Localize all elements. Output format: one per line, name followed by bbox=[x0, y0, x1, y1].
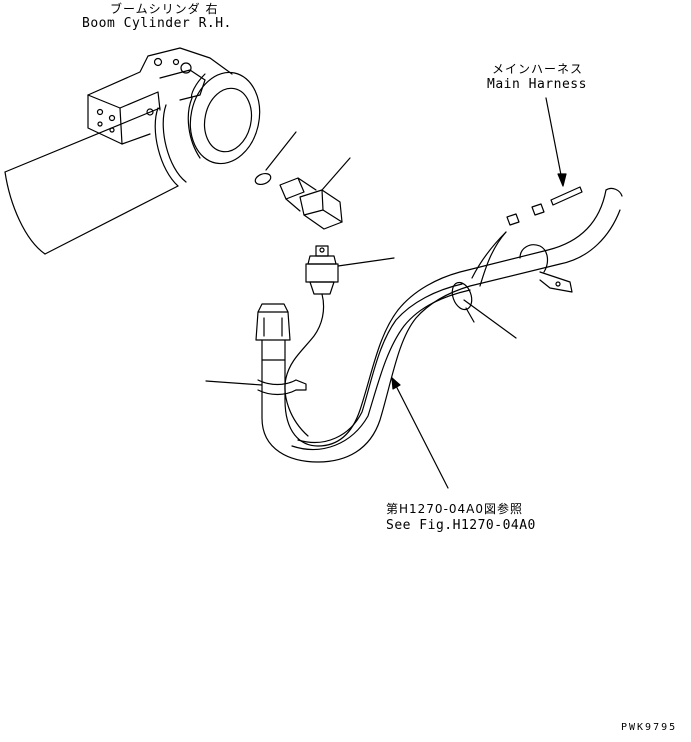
leader-lines bbox=[206, 98, 562, 488]
leader-arrowhead bbox=[392, 378, 400, 389]
elbow-adapter bbox=[280, 178, 342, 229]
cylinder-ring bbox=[182, 66, 268, 170]
pressure-sensor bbox=[306, 246, 338, 294]
hose-clamp-upper bbox=[449, 280, 475, 322]
main-harness-label-jp: メインハーネス bbox=[492, 62, 584, 76]
sensor-wire bbox=[285, 294, 324, 436]
main-harness-wires bbox=[472, 187, 582, 286]
see-fig-label-en: See Fig.H1270-04A0 bbox=[386, 518, 536, 533]
harness-arrowhead bbox=[558, 174, 566, 186]
hydraulic-hose bbox=[262, 188, 622, 462]
boom-cylinder-tube bbox=[5, 108, 178, 254]
boom-cylinder-head bbox=[88, 48, 232, 144]
boom-cylinder-label-jp: ブームシリンダ 右 bbox=[110, 2, 219, 16]
harness-bracket bbox=[520, 245, 572, 292]
cylinder-band bbox=[155, 105, 186, 186]
hose-fitting bbox=[256, 304, 290, 360]
main-harness-label-en: Main Harness bbox=[487, 77, 587, 92]
hose-clamp-lower bbox=[258, 380, 306, 395]
o-ring bbox=[254, 172, 272, 187]
boom-cylinder-label-en: Boom Cylinder R.H. bbox=[82, 16, 232, 31]
drawing-code: PWK9795 bbox=[621, 722, 678, 733]
see-fig-label-jp: 第H1270-04A0図参照 bbox=[386, 502, 524, 516]
